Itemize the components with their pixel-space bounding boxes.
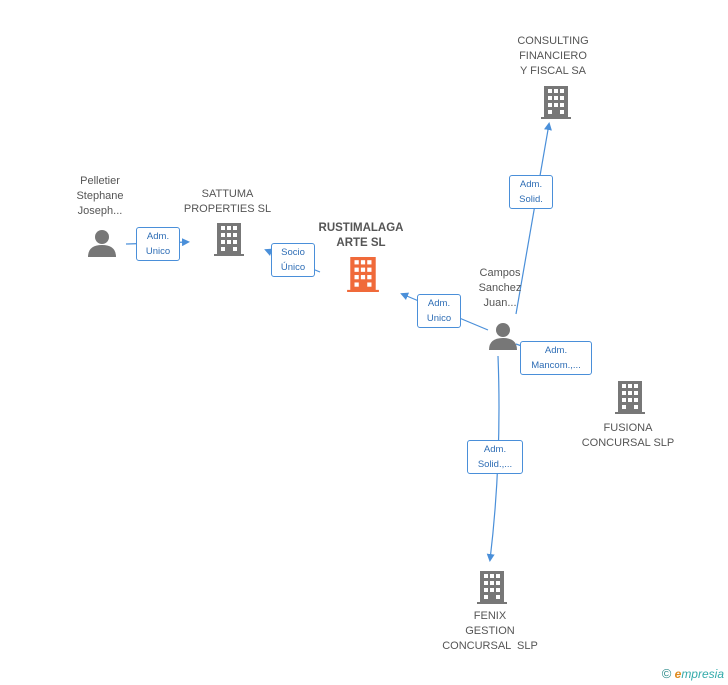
campos-label[interactable]: Campos Sanchez Juan... bbox=[478, 267, 522, 309]
edge-label-campos-rustimalaga[interactable]: Adm. Unico bbox=[417, 294, 461, 328]
consulting-label[interactable]: CONSULTING FINANCIERO Y FISCAL SA bbox=[517, 35, 589, 77]
sattuma-label[interactable]: SATTUMA PROPERTIES SL bbox=[183, 188, 272, 215]
sattuma-building-icon bbox=[214, 223, 244, 256]
empresia-watermark: © empresia bbox=[662, 666, 724, 681]
edge-label-campos-fenix[interactable]: Adm. Solid.,... bbox=[467, 440, 523, 474]
fusiona-building-icon bbox=[615, 381, 645, 414]
fusiona-label[interactable]: FUSIONA CONCURSAL SLP bbox=[581, 422, 675, 449]
fenix-label[interactable]: FENIX GESTION CONCURSAL SLP bbox=[442, 610, 538, 652]
edge-label-rustimalaga-sattuma[interactable]: Socio Único bbox=[271, 243, 315, 277]
copyright-symbol: © bbox=[661, 666, 672, 681]
campos-person-icon bbox=[489, 323, 517, 350]
rustimalaga-label[interactable]: RUSTIMALAGA ARTE SL bbox=[318, 222, 404, 249]
edge-label-campos-consulting[interactable]: Adm. Solid. bbox=[509, 175, 553, 209]
edge-label-campos-fusiona[interactable]: Adm. Mancom.,... bbox=[520, 341, 592, 375]
edge-campos-consulting bbox=[515, 122, 552, 315]
consulting-building-icon bbox=[541, 86, 571, 119]
pelletier-label[interactable]: Pelletier Stephane Joseph... bbox=[76, 175, 124, 217]
pelletier-person-icon bbox=[88, 230, 116, 257]
empresia-logo: empresia bbox=[674, 667, 724, 681]
edge-label-pelletier-sattuma[interactable]: Adm. Unico bbox=[136, 227, 180, 261]
rustimalaga-building-icon bbox=[347, 257, 379, 292]
fenix-building-icon bbox=[477, 571, 507, 604]
